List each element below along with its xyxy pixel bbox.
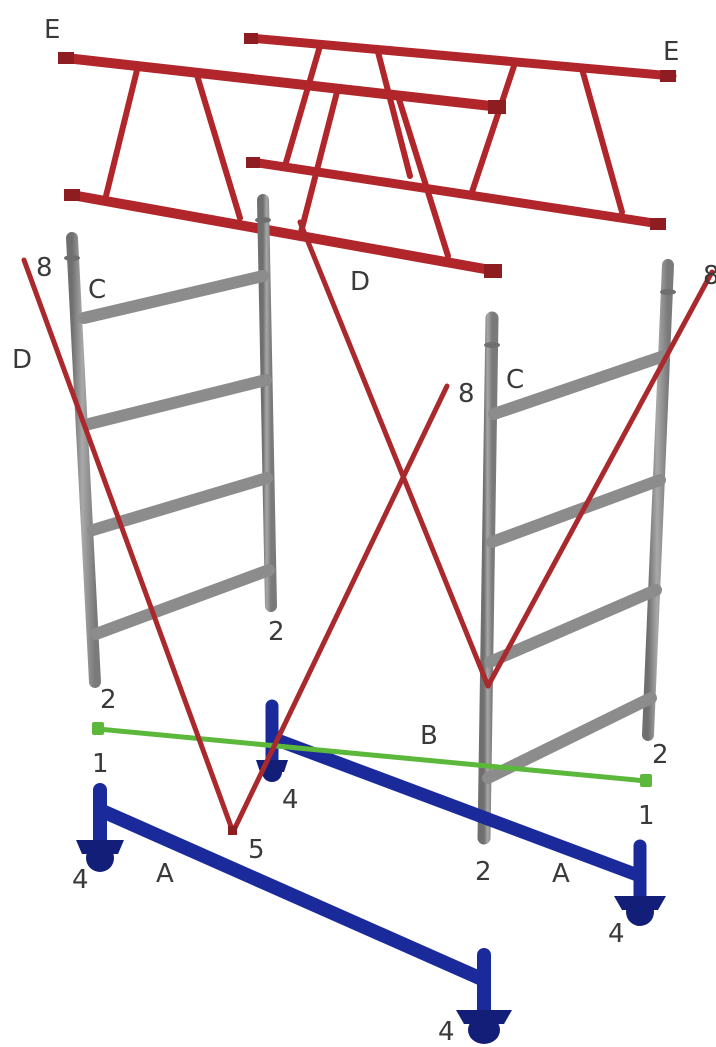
label-c-left: C [88,275,106,305]
label-a-rear: A [552,859,570,889]
label-point-4-center: 4 [282,785,299,815]
label-point-2-right-inner: 2 [652,740,669,770]
horizontal-brace [92,722,652,787]
label-point-2-left-inner: 2 [268,617,285,647]
label-e-left: E [44,15,60,45]
label-point-1-right: 1 [638,801,655,831]
label-point-2-left-bottom: 2 [100,685,117,715]
label-point-4-bottom: 4 [438,1017,455,1047]
label-point-4-left: 4 [72,865,89,895]
base-unit-front [76,783,512,1044]
label-a-front: A [156,859,174,889]
label-d-center: D [350,267,370,297]
label-e-right: E [663,37,679,67]
label-point-8-center: 8 [458,379,475,409]
label-d-left: D [12,345,32,375]
label-point-5: 5 [248,835,265,865]
label-point-8-left: 8 [36,253,53,283]
platform-frame-front [58,52,506,278]
ladder-frame-right [477,259,676,845]
diagonal-brace-right [297,219,715,689]
label-b: B [420,721,438,751]
diagonal-brace-left [21,257,450,835]
base-unit-rear [256,699,666,926]
label-point-4-right: 4 [608,919,625,949]
label-point-1-left: 1 [92,749,109,779]
label-c-right: C [506,365,524,395]
label-point-2-right-bottom: 2 [475,857,492,887]
platform-frame-rear [244,33,677,230]
ladder-frame-left [64,194,277,688]
label-point-8-right: 8 [703,261,716,291]
